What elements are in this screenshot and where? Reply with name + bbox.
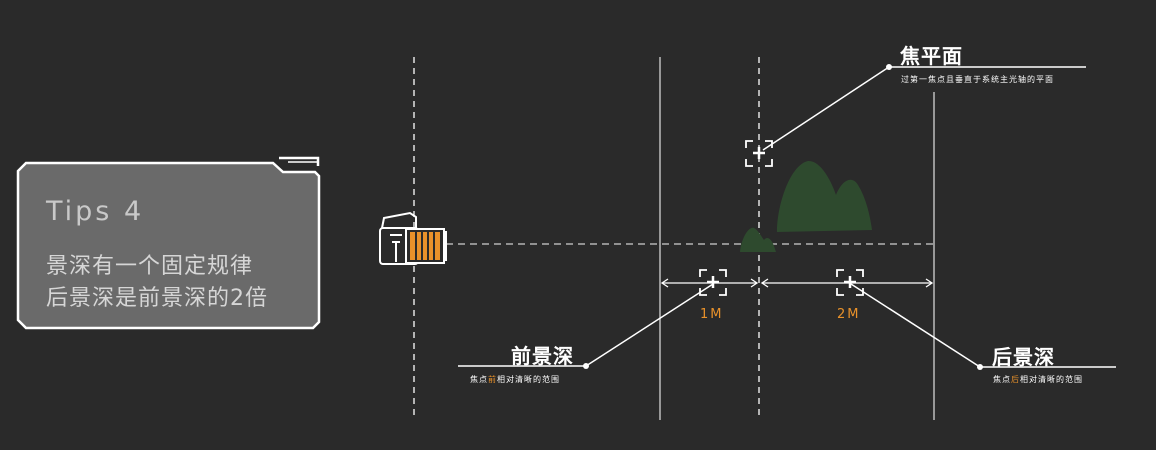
back-distance-arrow: [760, 278, 934, 288]
focal-plane-leader: [762, 64, 1086, 151]
back-distance-label: 2M: [837, 307, 861, 322]
front-dof-leader: [458, 283, 714, 369]
focal-plane-desc: 过第一焦点且垂直于系统主光轴的平面: [901, 75, 1054, 84]
tips-panel: [16, 156, 321, 330]
back-dof-leader: [850, 283, 1116, 370]
back-dof-desc: 焦点后相对清晰的范围: [993, 375, 1083, 384]
back-dof-label: 后景深: [992, 345, 1055, 369]
mountain-icon: [740, 160, 872, 252]
front-dof-label: 前景深: [511, 344, 574, 368]
front-dof-desc-emphasis: 前: [488, 375, 497, 384]
tips-title: Tips 4: [46, 196, 145, 227]
tips-line-2: 后景深是前景深的2倍: [46, 286, 268, 311]
back-dof-target-icon: [836, 269, 864, 296]
tips-line-1: 景深有一个固定规律: [46, 254, 254, 279]
focal-plane-target-icon: [745, 140, 773, 167]
camera-icon: [379, 211, 447, 265]
front-dof-target-icon: [699, 269, 727, 296]
front-dof-desc: 焦点前相对清晰的范围: [470, 375, 560, 384]
focal-plane-label: 焦平面: [900, 44, 963, 68]
back-dof-desc-emphasis: 后: [1011, 375, 1020, 384]
front-distance-label: 1M: [700, 307, 724, 322]
front-distance-arrow: [660, 278, 759, 288]
